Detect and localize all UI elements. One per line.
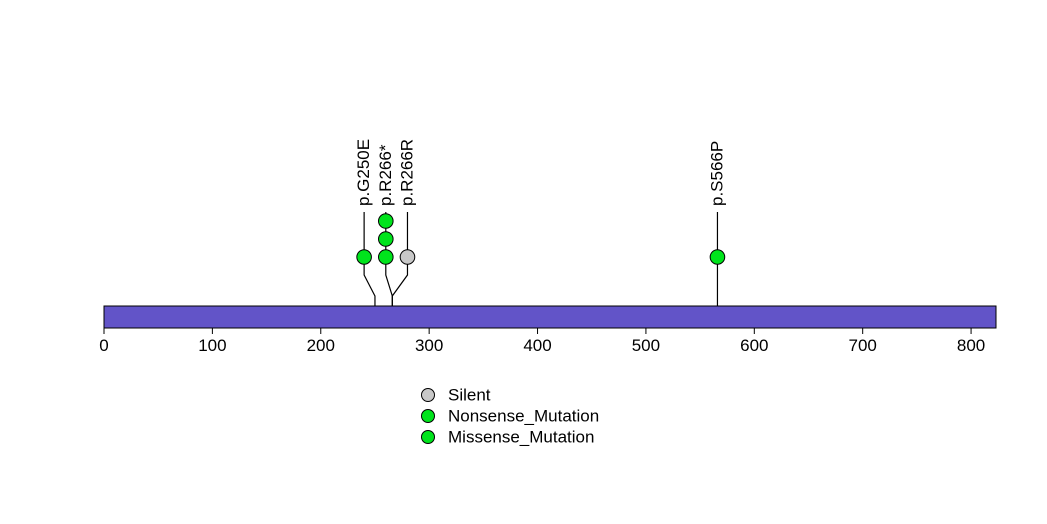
legend-label: Nonsense_Mutation — [448, 407, 599, 426]
protein-bar-layer — [103, 305, 997, 329]
mutation-markers-layer — [356, 213, 726, 265]
mutation-label: p.G250E — [354, 139, 373, 206]
axis-tick-label: 500 — [632, 336, 660, 355]
axis-tick-label: 800 — [957, 336, 985, 355]
legend-marker — [421, 430, 435, 444]
mutation-marker — [709, 249, 726, 265]
mutation-label: p.R266R — [397, 139, 416, 206]
axis-tick-label: 100 — [198, 336, 226, 355]
legend-label: Missense_Mutation — [448, 428, 594, 447]
legend-label: Silent — [448, 386, 491, 405]
axis-tick-label: 600 — [740, 336, 768, 355]
protein-bar — [103, 305, 997, 329]
axis-tick-label: 0 — [99, 336, 108, 355]
axis-tick-label: 200 — [307, 336, 335, 355]
axis-tick-label: 700 — [849, 336, 877, 355]
mutation-marker — [399, 249, 416, 265]
legend-item: Missense_Mutation — [421, 428, 594, 447]
legend-item: Nonsense_Mutation — [421, 407, 599, 426]
mutation-marker — [377, 213, 394, 229]
mutation-marker — [377, 231, 394, 247]
axis-tick-label: 300 — [415, 336, 443, 355]
axis-tick-label: 400 — [523, 336, 551, 355]
legend-item: Silent — [421, 386, 491, 405]
mutation-marker — [377, 249, 394, 265]
mutation-marker — [356, 249, 372, 265]
mutation-label: p.S566P — [707, 141, 726, 206]
axis-layer: 0 100 200 300 400 500 600 700 800 — [99, 328, 985, 355]
mutation-label: p.R266* — [376, 144, 395, 206]
legend-marker — [421, 409, 435, 423]
legend-marker — [421, 388, 435, 402]
